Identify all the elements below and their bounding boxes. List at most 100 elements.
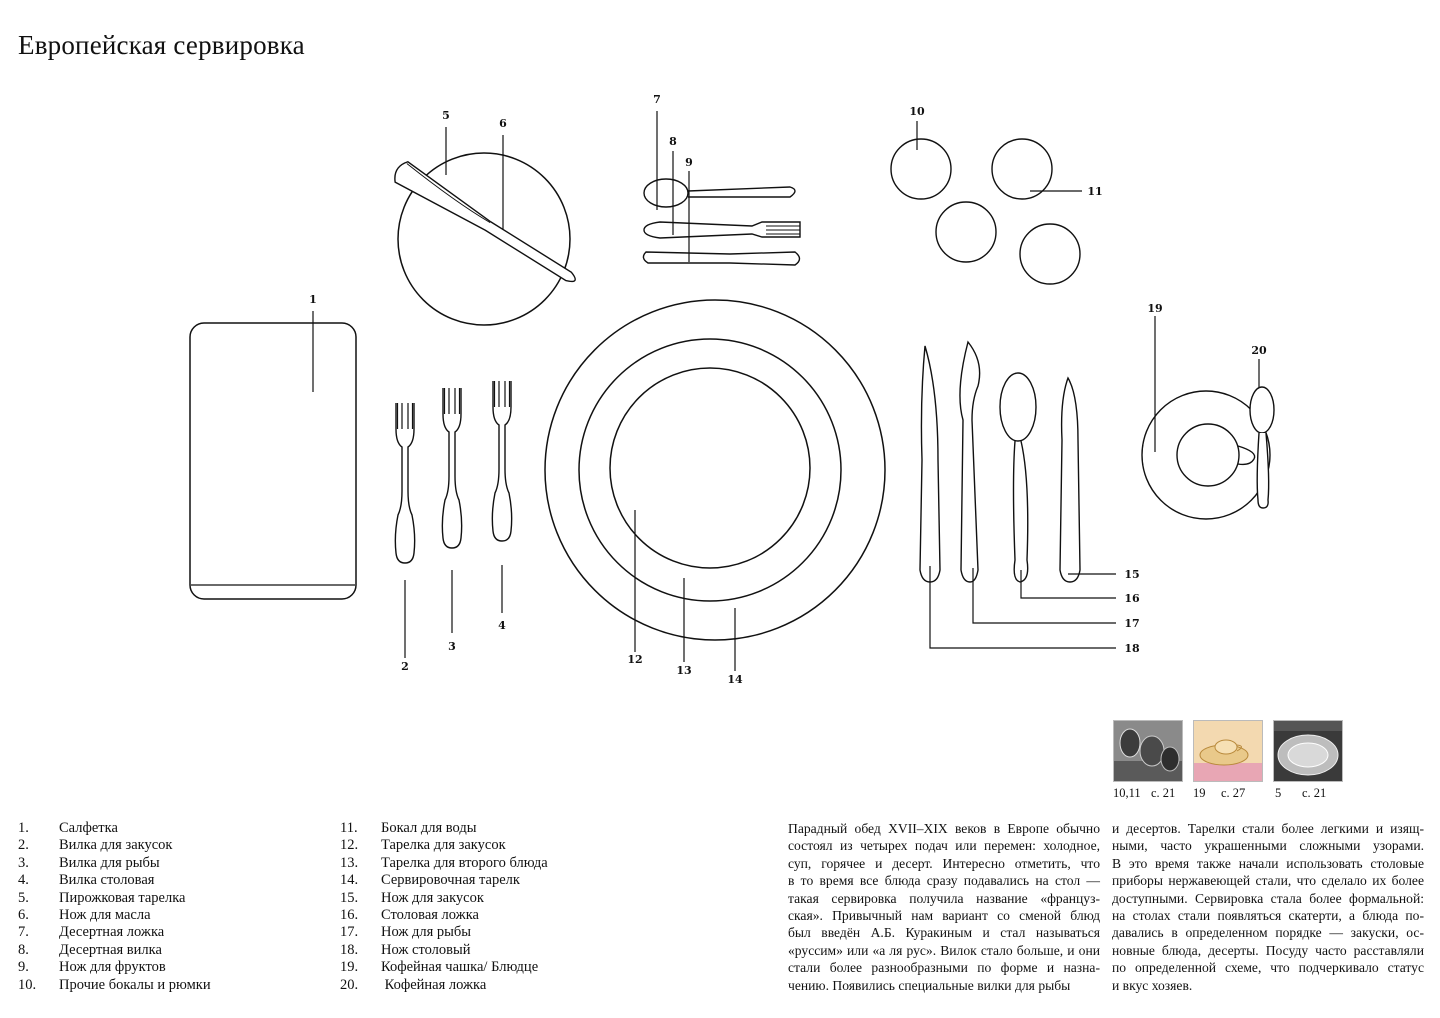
appetizer-plate bbox=[609, 367, 811, 569]
legend-item: 12. Тарелка для закусок bbox=[340, 837, 548, 854]
service-plate bbox=[544, 299, 886, 641]
fish-fork bbox=[441, 387, 463, 549]
legend-text: Нож для масла bbox=[59, 906, 151, 923]
table-spoon bbox=[999, 372, 1037, 583]
thumb-page: с. 27 bbox=[1221, 786, 1246, 800]
paragraph-line: давались в определенном порядке — закуск… bbox=[1112, 925, 1424, 941]
legend-number: 12. bbox=[340, 837, 359, 854]
table-knife bbox=[919, 345, 941, 583]
label-15: 15 bbox=[1124, 568, 1139, 581]
legend-number: 14. bbox=[340, 872, 359, 889]
legend-item: 2.Вилка для закусок bbox=[18, 837, 211, 854]
label-5: 5 bbox=[442, 109, 450, 122]
coffee-cup bbox=[1176, 423, 1256, 487]
paragraph-line: приборы нержавеющей стали, что сделало и… bbox=[1112, 873, 1424, 889]
paragraph-line: и десертов. Тарелки стали более легкими … bbox=[1112, 821, 1424, 836]
legend-number: 3. bbox=[18, 854, 29, 871]
legend-text: Пирожковая тарелка bbox=[59, 889, 186, 906]
legend-text: Нож столовый bbox=[381, 941, 471, 958]
label-8: 8 bbox=[669, 135, 677, 148]
thumb-ref: 5 bbox=[1275, 786, 1282, 800]
body-text-column-1: Парадный обед XVII–XIX веков в Европе об… bbox=[788, 820, 1100, 994]
legend-item: 10. Прочие бокалы и рюмки bbox=[18, 977, 211, 994]
coffee-saucer bbox=[1141, 390, 1271, 520]
legend-item: 9. Нож для фруктов bbox=[18, 959, 211, 976]
label-11: 11 bbox=[1087, 185, 1102, 198]
paragraph-line: «руссим» или «а ля рус». Вилок стало бол… bbox=[788, 942, 1100, 958]
paragraph-line: и вкус хозяев. bbox=[1112, 977, 1193, 993]
legend-item: 17.Нож для рыбы bbox=[340, 924, 548, 941]
thumb-ref: 19 bbox=[1193, 786, 1206, 800]
legend-number: 9. bbox=[18, 959, 29, 976]
label-10: 10 bbox=[909, 105, 925, 118]
bread-plate bbox=[397, 152, 571, 326]
label-2: 2 bbox=[401, 660, 409, 673]
paragraph-line: суп, горячее и десерт. Интересно отметит… bbox=[788, 855, 1100, 871]
thumbnail-glasses-photo bbox=[1113, 720, 1183, 782]
legend-text: Прочие бокалы и рюмки bbox=[59, 976, 211, 993]
paragraph-line: состоял из четырех подач или перемен: хо… bbox=[788, 838, 1100, 854]
thumb-ref: 10,11 bbox=[1113, 786, 1141, 800]
label-3: 3 bbox=[448, 640, 456, 653]
legend-number: 16. bbox=[340, 906, 359, 923]
label-16: 16 bbox=[1124, 592, 1140, 605]
legend-item: 5.Пирожковая тарелка bbox=[18, 890, 211, 907]
legend-number: 6. bbox=[18, 906, 29, 923]
paragraph-line: на столах стали появляться скатерти, а б… bbox=[1112, 907, 1424, 923]
legend-item: 14. Сервировочная тарелк bbox=[340, 872, 548, 889]
legend-number: 4. bbox=[18, 872, 29, 889]
paragraph-line: такая сервировка получила название «фран… bbox=[788, 890, 1100, 906]
legend-number: 20. bbox=[340, 976, 359, 993]
paragraph-line: ными, часто украшенными сложными узорами… bbox=[1112, 838, 1424, 854]
appetizer-knife bbox=[1059, 376, 1081, 583]
body-text-column-2: и десертов. Тарелки стали более легкими … bbox=[1112, 820, 1424, 994]
label-9: 9 bbox=[685, 156, 693, 169]
label-13: 13 bbox=[676, 664, 691, 677]
paragraph-line: В это время также начали использовать ст… bbox=[1112, 855, 1424, 871]
thumbnail-coffee-cup-photo bbox=[1193, 720, 1263, 782]
leader-lines bbox=[312, 111, 1260, 671]
legend-item: 11.Бокал для воды bbox=[340, 820, 548, 837]
legend-number: 13. bbox=[340, 854, 359, 871]
legend-text: Тарелка для второго блюда bbox=[381, 854, 548, 871]
legend-number: 17. bbox=[340, 924, 359, 941]
paragraph-line: в то время все блюда сразу подавались на… bbox=[788, 873, 1100, 889]
page-title: Европейская сервировка bbox=[18, 30, 305, 61]
thumb-page: с. 21 bbox=[1151, 786, 1176, 800]
label-1: 1 bbox=[309, 293, 317, 306]
fruit-knife bbox=[642, 251, 801, 266]
legend-text: Сервировочная тарелк bbox=[381, 872, 520, 889]
legend-number: 10. bbox=[18, 976, 37, 993]
label-7: 7 bbox=[653, 93, 661, 106]
legend-text: Кофейная ложка bbox=[381, 976, 487, 993]
appetizer-fork bbox=[394, 402, 416, 564]
paragraph-line: ская». Привычный нам вариант со сменой б… bbox=[788, 907, 1100, 923]
dessert-fork bbox=[643, 221, 801, 239]
coffee-spoon bbox=[1249, 386, 1275, 509]
label-17: 17 bbox=[1124, 617, 1139, 630]
legend-item: 4. Вилка столовая bbox=[18, 872, 211, 889]
thumbnail-caption-2: 19 с. 27 bbox=[1193, 786, 1245, 801]
paragraph-line: стали более разнообразными по форме и на… bbox=[788, 960, 1100, 976]
thumb-page: с. 21 bbox=[1302, 786, 1327, 800]
legend-text: Нож для фруктов bbox=[59, 959, 166, 976]
napkin bbox=[189, 322, 357, 600]
legend-text: Десертная вилка bbox=[59, 941, 162, 958]
legend-text: Тарелка для закусок bbox=[381, 837, 506, 854]
legend-number: 2. bbox=[18, 837, 29, 854]
butter-knife bbox=[394, 160, 576, 283]
legend-item: 18.Нож столовый bbox=[340, 942, 548, 959]
paragraph-line: доступными. Сервировка стала более форма… bbox=[1112, 890, 1424, 906]
paragraph-line: чению. Появились специальные вилки для р… bbox=[788, 977, 1071, 993]
label-20: 20 bbox=[1251, 344, 1267, 357]
legend-number: 15. bbox=[340, 889, 359, 906]
thumbnail-plate-photo bbox=[1273, 720, 1343, 782]
legend-item: 3.Вилка для рыбы bbox=[18, 855, 211, 872]
legend-number: 7. bbox=[18, 924, 29, 941]
table-setting-diagram: 1 2 3 4 5 6 7 8 9 10 11 12 13 14 15 16 1… bbox=[189, 93, 1275, 686]
legend-text: Столовая ложка bbox=[381, 906, 479, 923]
legend-number: 19. bbox=[340, 959, 359, 976]
legend-text: Вилка столовая bbox=[59, 872, 155, 889]
